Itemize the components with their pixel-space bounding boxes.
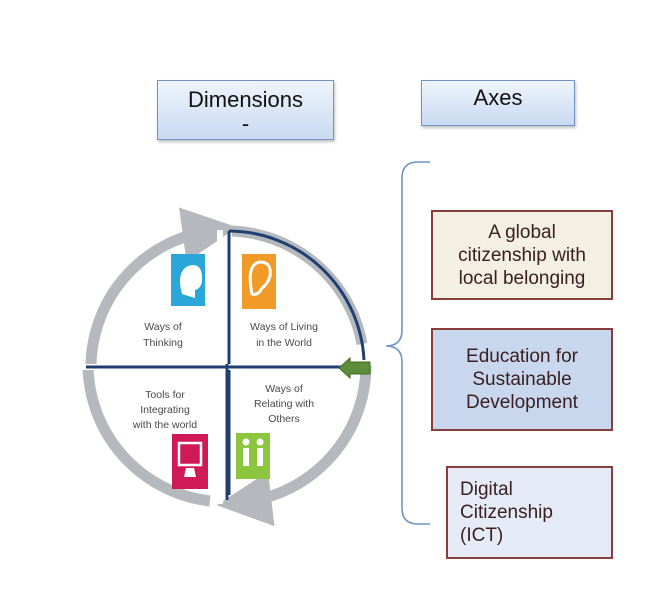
axis-1-line2: citizenship with (458, 244, 586, 266)
people-icon (236, 433, 270, 479)
quadrant-tools-line2: Integrating (140, 404, 190, 416)
highlight-arc (228, 229, 366, 361)
quadrant-thinking-line2: Thinking (143, 337, 183, 349)
dimensions-title: Dimensions (188, 87, 303, 112)
axes-title: Axes (473, 85, 523, 110)
quadrant-thinking-line1: Ways of (144, 321, 182, 333)
axis-2-line1: Education for (466, 346, 578, 367)
cycle-arrow-bottom-right (216, 365, 372, 527)
head-icon (171, 254, 205, 306)
axis-global-citizenship: A global citizenship with local belongin… (431, 210, 613, 300)
dimensions-header: Dimensions - (157, 80, 334, 140)
monitor-icon (172, 434, 208, 489)
quadrant-tools-line3: with the world (132, 419, 197, 431)
axes-header: Axes (421, 80, 575, 126)
ear-icon (242, 254, 276, 309)
axis-1-line1: A global (488, 221, 556, 243)
cycle-arrow-top-left (85, 207, 238, 371)
axis-2-line2: Sustainable (472, 369, 572, 390)
pointer-arrow-icon (338, 356, 371, 380)
quadrant-living-line2: in the World (256, 337, 312, 349)
axis-3-line2: Citizenship (460, 502, 553, 523)
quadrant-living-line1: Ways of Living (250, 321, 318, 333)
axis-1-line3: local belonging (458, 267, 586, 289)
axis-3-line3: (ICT) (460, 525, 504, 546)
quadrant-tools-line1: Tools for (145, 389, 185, 401)
dimensions-subtitle: - (241, 111, 250, 136)
quadrant-relating-line2: Relating with (254, 398, 314, 410)
cycle-arrow-bottom-left (82, 365, 211, 507)
quadrant-relating-line3: Others (268, 413, 300, 425)
axis-2-line3: Development (466, 392, 578, 413)
axis-sustainable-development: Education for Sustainable Development (431, 328, 613, 431)
quadrant-relating-line1: Ways of (265, 383, 303, 395)
axes-brace (385, 161, 430, 525)
axis-3-line1: Digital (460, 479, 513, 500)
axis-digital-citizenship: Digital Citizenship (ICT) (446, 466, 613, 559)
